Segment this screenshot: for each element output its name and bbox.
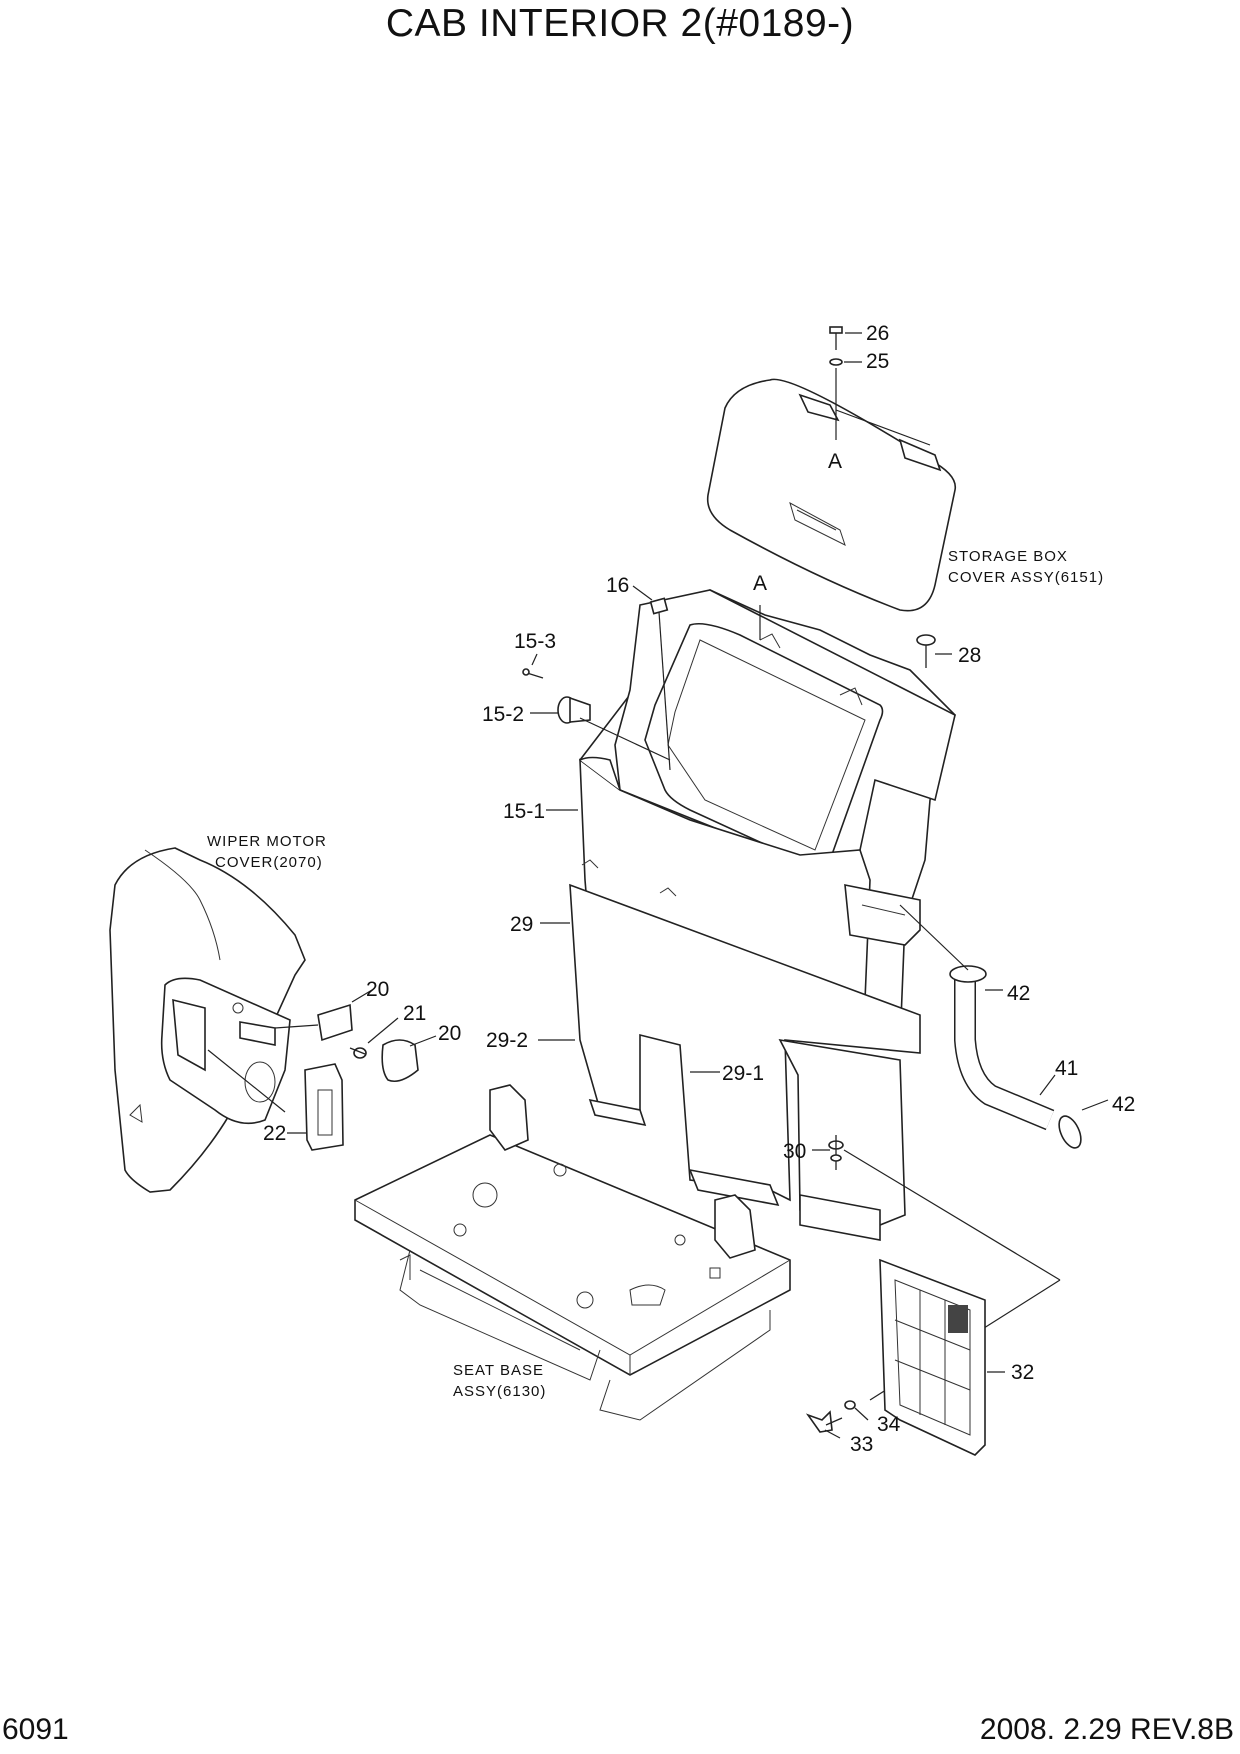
callout-41: 41	[1055, 1057, 1078, 1080]
callout-30: 30	[783, 1140, 806, 1163]
switch-22	[304, 1063, 344, 1151]
boot-20-b	[381, 1039, 419, 1083]
callout-21: 21	[403, 1002, 426, 1025]
callout-34: 34	[877, 1413, 901, 1436]
seat-base	[354, 1084, 791, 1421]
wiper-motor-label-2: COVER(2070)	[215, 854, 323, 871]
page-number: 6091	[2, 1713, 69, 1746]
revision-label: 2008. 2.29 REV.8B	[979, 1713, 1234, 1746]
washer-34	[844, 1400, 856, 1410]
callout-29: 29	[510, 913, 533, 936]
clamp-42-bottom	[1058, 1115, 1082, 1149]
duct-41	[954, 975, 1055, 1131]
callout-15-2: 15-2	[482, 703, 524, 726]
callout-20-b: 20	[438, 1022, 461, 1045]
bolt-30	[828, 1135, 844, 1170]
callout-42-a: 42	[1007, 982, 1030, 1005]
callout-42-b: 42	[1112, 1093, 1135, 1116]
callout-29-2: 29-2	[486, 1029, 528, 1052]
callout-16: 16	[606, 574, 629, 597]
wiper-motor-label-1: WIPER MOTOR	[207, 833, 327, 850]
storage-box-label-1: STORAGE BOX	[948, 548, 1068, 565]
callout-22: 22	[263, 1122, 286, 1145]
seat-base-label-1: SEAT BASE	[453, 1362, 544, 1379]
wiper-motor-cover	[109, 847, 306, 1193]
screw-26	[829, 326, 843, 350]
screw-21	[349, 1047, 367, 1059]
part-15-3	[522, 668, 544, 679]
part-15-2	[557, 696, 591, 724]
part-16	[649, 597, 669, 615]
cover-29	[569, 883, 921, 1241]
callout-26: 26	[866, 322, 889, 345]
screw-28	[916, 634, 936, 668]
storage-box-label-2: COVER ASSY(6151)	[948, 569, 1104, 586]
seat-base-label-2: ASSY(6130)	[453, 1383, 546, 1400]
callout-a-cover: A	[828, 450, 842, 473]
callout-33: 33	[850, 1433, 873, 1456]
page-title: CAB INTERIOR 2(#0189-)	[385, 2, 855, 45]
callout-25: 25	[866, 350, 889, 373]
callout-20-a: 20	[366, 978, 389, 1001]
callout-32: 32	[1011, 1361, 1034, 1384]
callout-15-1: 15-1	[503, 800, 545, 823]
washer-25	[829, 358, 843, 366]
callout-15-3: 15-3	[514, 630, 556, 653]
callout-29-1: 29-1	[722, 1062, 764, 1085]
clamp-42-top	[949, 965, 987, 983]
storage-box-cover	[706, 378, 957, 612]
wing-screw-33	[805, 1410, 843, 1433]
callout-28: 28	[958, 644, 981, 667]
callout-a-box: A	[753, 572, 767, 595]
boot-20-a	[317, 1003, 353, 1042]
grille-32	[879, 1258, 986, 1456]
